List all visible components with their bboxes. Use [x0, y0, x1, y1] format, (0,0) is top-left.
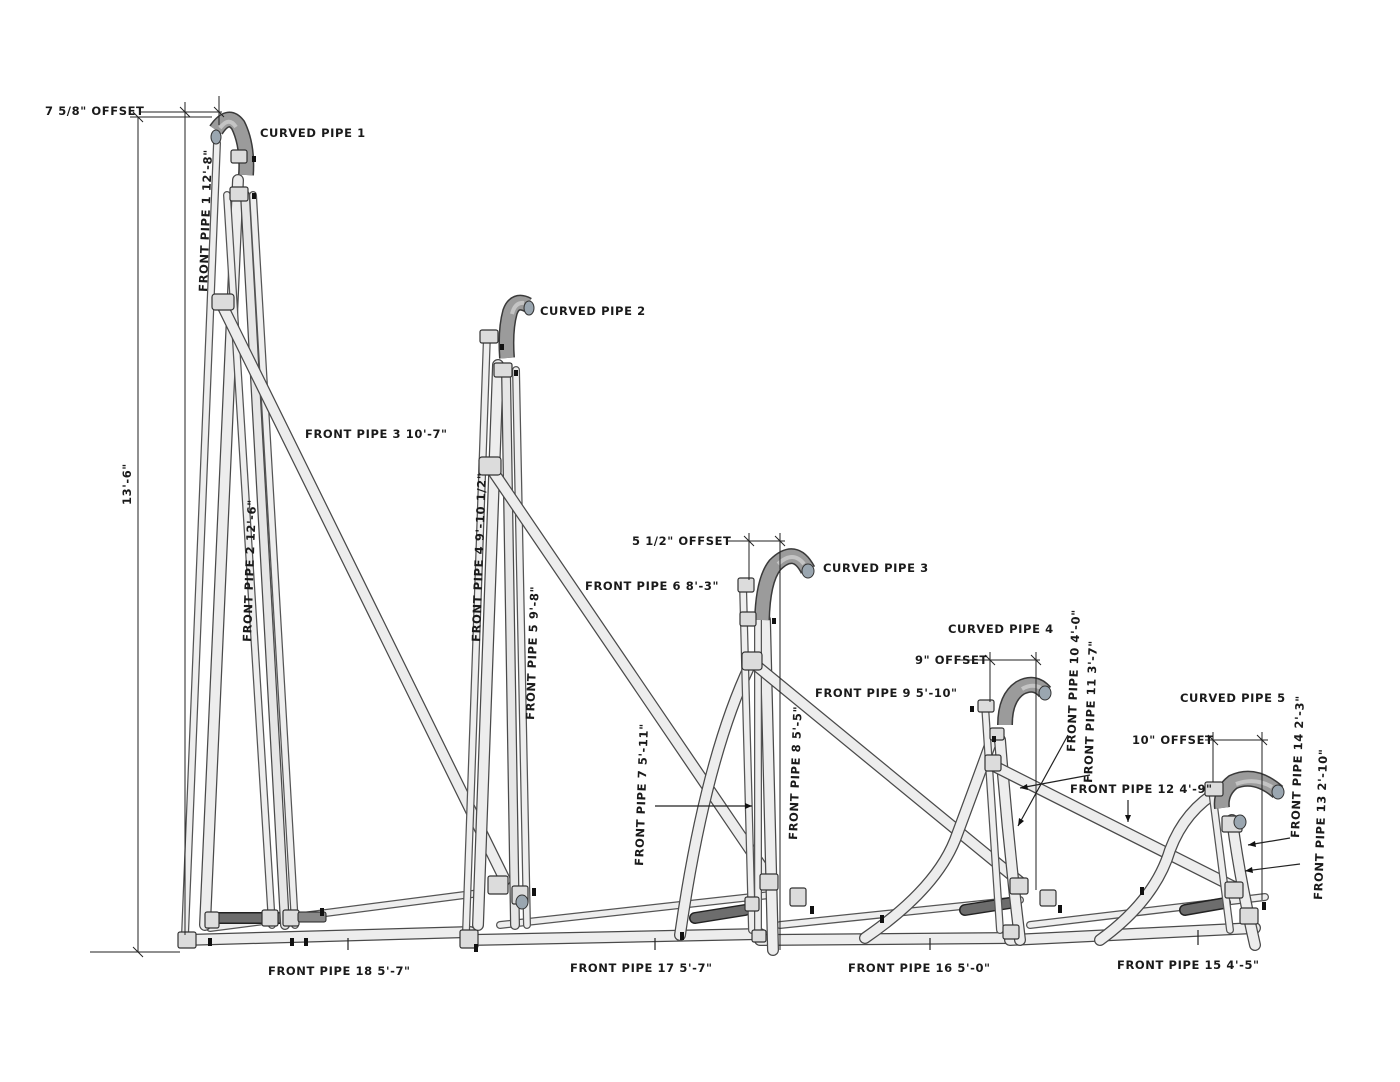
frame-5	[1094, 770, 1285, 951]
front-pipe-14-label: FRONT PIPE 14 2'-3"	[1288, 695, 1307, 838]
front-pipe-17-label: FRONT PIPE 17 5'-7"	[570, 961, 713, 975]
front-pipe-8-label: FRONT PIPE 8 5'-5"	[786, 706, 805, 840]
front-pipe-7-label: FRONT PIPE 7 5'-11"	[632, 723, 651, 866]
curved-pipe-4-label: CURVED PIPE 4	[948, 622, 1054, 636]
front-pipe-7	[674, 659, 756, 941]
front-pipe-10	[859, 739, 996, 944]
front-pipe-16-label: FRONT PIPE 16 5'-0"	[848, 961, 991, 975]
curved-pipe-3	[754, 548, 816, 621]
front-pipe-1-label: FRONT PIPE 1 12'-8"	[196, 149, 215, 292]
front-pipe-3	[216, 299, 511, 886]
curved-pipe-4	[997, 676, 1052, 726]
front-pipe-13	[1094, 784, 1226, 946]
front-pipe-5-label: FRONT PIPE 5 9'-8"	[523, 586, 542, 720]
front-pipe-4-label: FRONT PIPE 4 9'-10 1/2"	[469, 472, 489, 642]
front-pipe-2-label: FRONT PIPE 2 12'-6"	[240, 499, 259, 642]
dimensions	[90, 96, 1268, 958]
curved-pipe-1-label: CURVED PIPE 1	[260, 126, 366, 140]
curved-pipe-2-label: CURVED PIPE 2	[540, 304, 646, 318]
front-pipe-17	[464, 891, 774, 946]
curved-pipe-5	[1213, 770, 1285, 809]
labels: 7 5/8" OFFSET CURVED PIPE 1 FRONT PIPE 1…	[45, 104, 1330, 978]
height-dim-label: 13'-6"	[120, 463, 134, 505]
frame-4	[859, 676, 1246, 946]
front-pipe-9	[746, 656, 1026, 888]
front-pipe-14	[1226, 814, 1261, 951]
front-pipe-9-label: FRONT PIPE 9 5'-10"	[815, 686, 958, 700]
front-pipe-12-label: FRONT PIPE 12 4'-9"	[1070, 782, 1213, 796]
front-pipe-10-label: FRONT PIPE 10 4'-0"	[1064, 609, 1083, 752]
front-pipe-6-label: FRONT PIPE 6 8'-3"	[585, 579, 719, 593]
frame-2	[459, 294, 778, 952]
base-pipes	[179, 889, 1269, 946]
offset-1-label: 7 5/8" OFFSET	[45, 104, 144, 118]
curved-pipe-3-label: CURVED PIPE 3	[823, 561, 929, 575]
curved-pipe-5-label: CURVED PIPE 5	[1180, 691, 1286, 705]
front-pipe-5	[501, 365, 531, 930]
front-pipe-2	[223, 190, 299, 930]
offset-4-label: 9" OFFSET	[915, 653, 988, 667]
front-pipe-15-label: FRONT PIPE 15 4'-5"	[1117, 958, 1260, 972]
front-pipe-18-label: FRONT PIPE 18 5'-7"	[268, 964, 411, 978]
front-pipe-3-label: FRONT PIPE 3 10'-7"	[305, 427, 448, 441]
offset-5-label: 10" OFFSET	[1132, 733, 1213, 747]
curved-pipe-2	[498, 294, 535, 359]
front-pipe-13-label: FRONT PIPE 13 2'-10"	[1311, 748, 1330, 900]
front-pipe-6	[484, 461, 778, 888]
front-pipe-11-label: FRONT PIPE 11 3'-7"	[1081, 640, 1100, 783]
leaders	[347, 734, 1301, 950]
offset-3-label: 5 1/2" OFFSET	[632, 534, 731, 548]
frame-1	[177, 111, 511, 949]
frame-3	[674, 548, 1026, 956]
